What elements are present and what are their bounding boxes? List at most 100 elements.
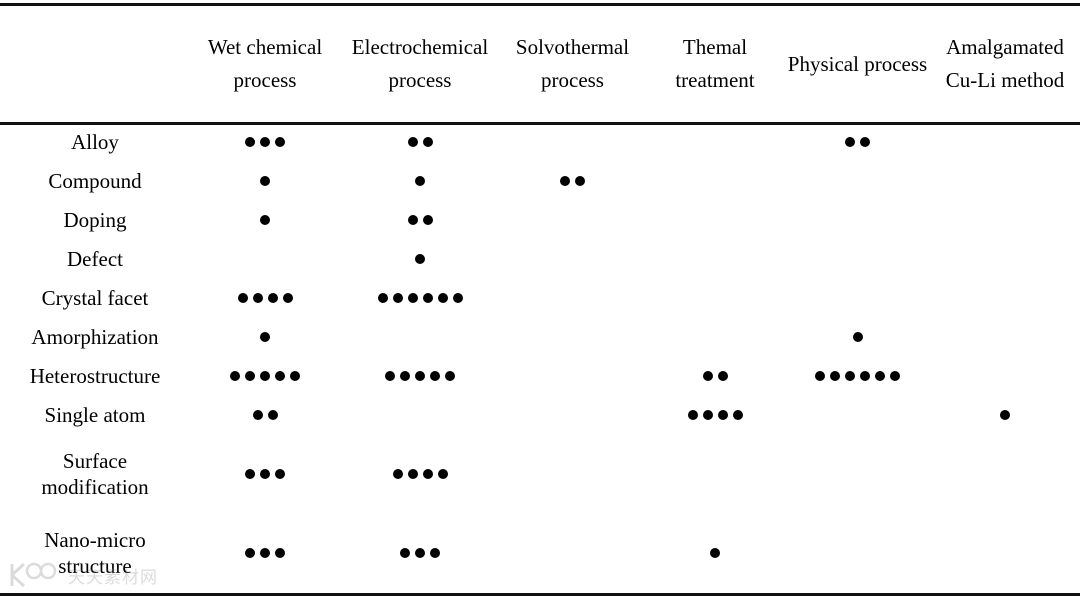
cell-compound-themal-treatment (645, 161, 785, 200)
cell-surface-modification-solvothermal-process (500, 434, 645, 513)
dot-group (190, 513, 340, 592)
cell-crystal-facet-solvothermal-process (500, 278, 645, 317)
column-header-physical-process: Physical process (787, 51, 928, 76)
cell-single-atom-electrochemical-process (340, 395, 500, 434)
cell-amorphization-wet-chemical-process (190, 317, 340, 356)
dot-marker (392, 292, 403, 303)
dot-group (190, 200, 340, 239)
dot-marker (845, 136, 855, 147)
dot-marker (260, 175, 270, 186)
row-label-nano-micro-structure: Nano-micro structure (44, 527, 146, 578)
dot-group (645, 356, 785, 395)
row-label-doping: Doping (63, 207, 127, 232)
dot-marker (437, 292, 448, 303)
dot-marker (230, 370, 240, 381)
dot-marker (422, 292, 433, 303)
dot-marker (245, 370, 255, 381)
column-header-solvothermal-process: Solvothermal process (515, 35, 630, 92)
table-bottom-rule (0, 593, 1080, 596)
cell-doping-solvothermal-process (500, 200, 645, 239)
table-row: Alloy (0, 122, 1080, 161)
cell-crystal-facet-physical-process (785, 278, 930, 317)
dot-marker (245, 547, 255, 558)
dot-marker (252, 409, 263, 420)
dot-marker (1000, 409, 1010, 420)
cell-alloy-wet-chemical-process (190, 122, 340, 161)
table-row: Crystal facet (0, 278, 1080, 317)
dot-marker (275, 547, 285, 558)
table-row: Defect (0, 239, 1080, 278)
cell-defect-themal-treatment (645, 239, 785, 278)
dot-marker (407, 292, 418, 303)
dot-marker (575, 175, 585, 186)
table-row: Nano-micro structure (0, 513, 1080, 592)
dot-marker (260, 370, 270, 381)
dot-marker (422, 468, 433, 479)
dot-marker (407, 136, 418, 147)
dot-marker (275, 468, 285, 479)
cell-nano-micro-structure-themal-treatment (645, 513, 785, 592)
dot-marker (430, 547, 440, 558)
dot-marker (252, 292, 263, 303)
dot-marker (260, 136, 270, 147)
dot-marker (377, 292, 388, 303)
cell-heterostructure-electrochemical-process (340, 356, 500, 395)
cell-nano-micro-structure-solvothermal-process (500, 513, 645, 592)
dot-marker (392, 468, 403, 479)
cell-alloy-electrochemical-process (340, 122, 500, 161)
table-row: Amorphization (0, 317, 1080, 356)
cell-doping-wet-chemical-process (190, 200, 340, 239)
dot-group (340, 239, 500, 278)
synthesis-methods-table: Wet chemical process Electrochemical pro… (0, 6, 1080, 592)
column-header-wet-chemical-process: Wet chemical process (207, 35, 323, 92)
dot-group (190, 434, 340, 513)
cell-amorphization-electrochemical-process (340, 317, 500, 356)
row-label-heterostructure: Heterostructure (29, 363, 161, 388)
dot-marker (437, 468, 448, 479)
table-row: Single atom (0, 395, 1080, 434)
row-label-compound: Compound (48, 168, 142, 193)
dot-marker (860, 136, 870, 147)
dot-marker (260, 547, 270, 558)
dot-group (340, 356, 500, 395)
dot-marker (422, 136, 433, 147)
cell-compound-solvothermal-process (500, 161, 645, 200)
cell-amorphization-solvothermal-process (500, 317, 645, 356)
dot-marker (445, 370, 455, 381)
dot-group (500, 161, 645, 200)
cell-defect-electrochemical-process (340, 239, 500, 278)
cell-defect-amalgamated-cu-li-method (930, 239, 1080, 278)
corner-cell (0, 6, 190, 122)
dot-marker (845, 370, 855, 381)
dot-marker (260, 214, 270, 225)
dot-marker (237, 292, 248, 303)
dot-group (340, 200, 500, 239)
dot-marker (245, 468, 255, 479)
cell-surface-modification-themal-treatment (645, 434, 785, 513)
table-row: Surface modification (0, 434, 1080, 513)
dot-group (645, 395, 785, 434)
dot-group (340, 513, 500, 592)
cell-compound-amalgamated-cu-li-method (930, 161, 1080, 200)
cell-alloy-themal-treatment (645, 122, 785, 161)
cell-surface-modification-wet-chemical-process (190, 434, 340, 513)
header-row: Wet chemical process Electrochemical pro… (0, 6, 1080, 122)
dot-marker (282, 292, 293, 303)
cell-doping-physical-process (785, 200, 930, 239)
dot-marker (830, 370, 840, 381)
cell-compound-physical-process (785, 161, 930, 200)
dot-marker (702, 370, 713, 381)
dot-marker (400, 547, 410, 558)
dot-group (190, 317, 340, 356)
cell-crystal-facet-electrochemical-process (340, 278, 500, 317)
cell-doping-electrochemical-process (340, 200, 500, 239)
row-label-amorphization: Amorphization (31, 324, 159, 349)
dot-marker (260, 468, 270, 479)
dot-marker (815, 370, 825, 381)
cell-doping-amalgamated-cu-li-method (930, 200, 1080, 239)
cell-single-atom-themal-treatment (645, 395, 785, 434)
table-row: Doping (0, 200, 1080, 239)
row-label-surface-modification: Surface modification (41, 448, 149, 499)
cell-single-atom-wet-chemical-process (190, 395, 340, 434)
